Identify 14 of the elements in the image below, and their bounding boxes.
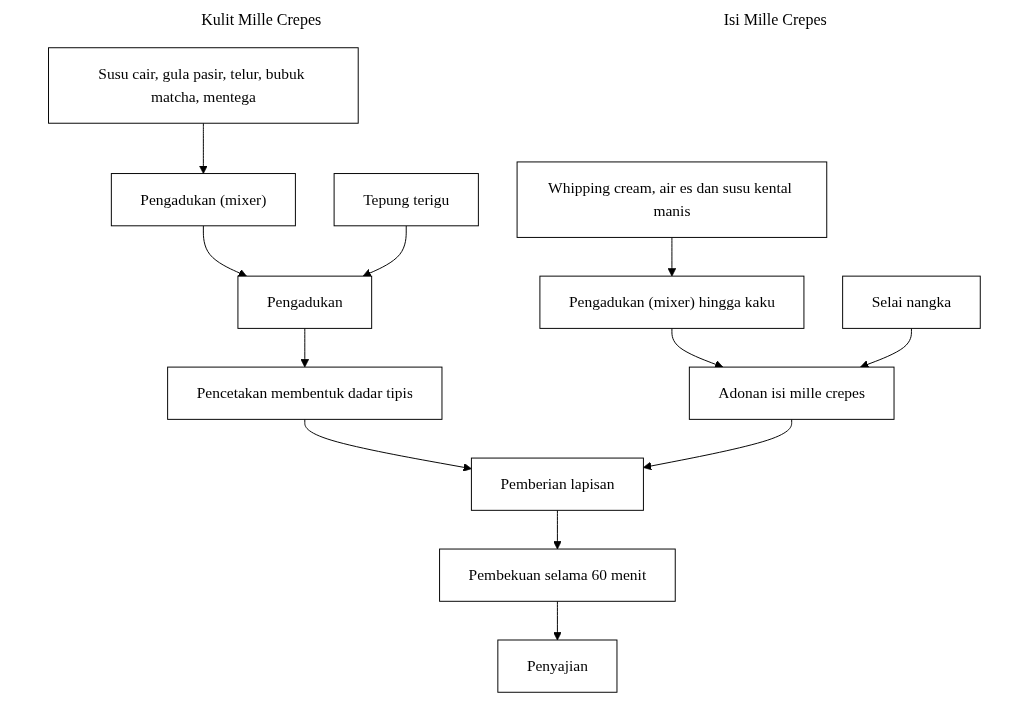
node-box: Pencetakan membentuk dadar tipis bbox=[166, 366, 443, 420]
node-box: Selai nangka bbox=[841, 275, 981, 329]
node-box: Tepung terigu bbox=[333, 173, 479, 227]
node-box: Whipping cream, air es dan susu kental manis bbox=[516, 161, 827, 238]
column-heading: Isi Mille Crepes bbox=[723, 11, 827, 29]
node-box: Penyajian bbox=[496, 639, 618, 693]
node-box: Susu cair, gula pasir, telur, bubuk matcha, mentega bbox=[47, 47, 359, 124]
node-box: Pengadukan (mixer) hingga kaku bbox=[539, 275, 805, 329]
node-box: Pengadukan bbox=[237, 275, 372, 329]
node-box: Pemberian lapisan bbox=[470, 457, 644, 511]
node-box: Pembekuan selama 60 menit bbox=[438, 548, 676, 602]
column-heading: Kulit Mille Crepes bbox=[201, 11, 322, 29]
node-box: Pengadukan (mixer) bbox=[110, 173, 296, 227]
node-box: Adonan isi mille crepes bbox=[688, 366, 895, 420]
